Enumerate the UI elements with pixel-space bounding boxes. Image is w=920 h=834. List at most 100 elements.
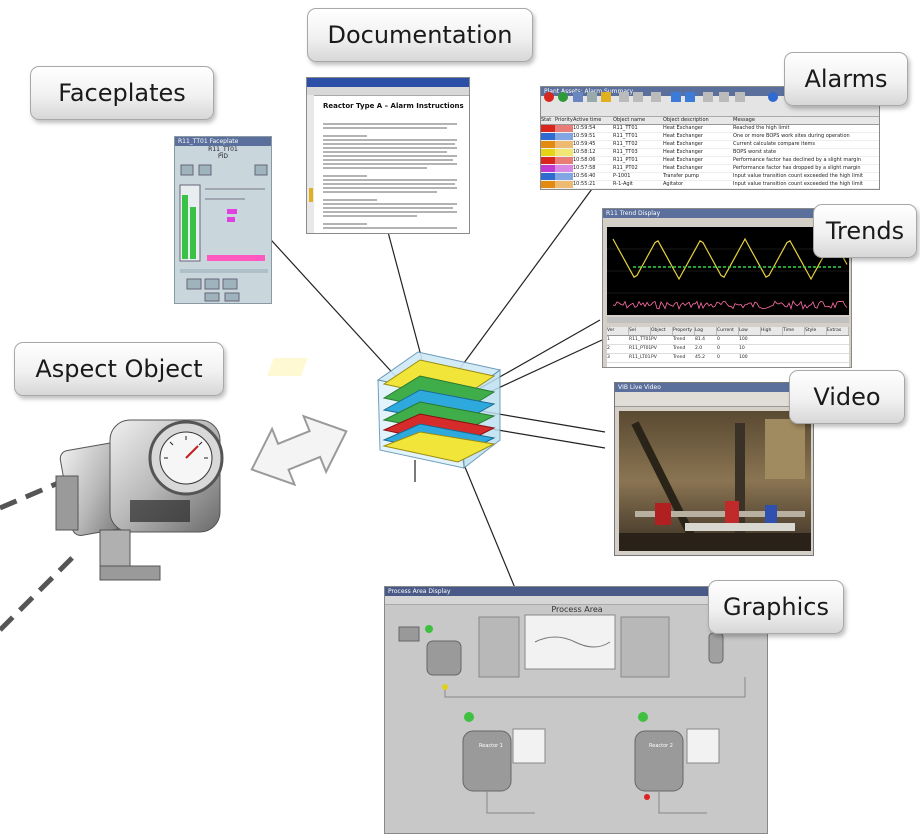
alarm-column-header: Active time bbox=[573, 117, 602, 123]
alarm-cell: R11_TT03 bbox=[613, 149, 638, 155]
trends-titlebar: R11 Trend Display bbox=[603, 209, 851, 218]
trend-column-header: Time bbox=[783, 327, 805, 335]
dashed-link-2 bbox=[0, 553, 77, 632]
trend-cell: 0 bbox=[717, 346, 720, 351]
alarm-cell: Current calculate compare items bbox=[733, 141, 815, 147]
trend-column-header: Log bbox=[695, 327, 717, 335]
connector-alarms bbox=[449, 177, 601, 383]
trend-cell: Trend bbox=[673, 346, 686, 351]
alarm-cell: R11_PT01 bbox=[613, 157, 638, 163]
trend-cell: 10 bbox=[739, 346, 745, 351]
alarm-column-header: Object description bbox=[663, 117, 709, 123]
graphics-trend-box bbox=[524, 614, 616, 670]
alarm-row[interactable]: 10:54:09R11_FT01Flow transmitterInput va… bbox=[541, 189, 879, 190]
trend-column-header: Extras bbox=[827, 327, 849, 335]
trend-cell: 81.4 bbox=[695, 337, 706, 342]
alarm-cell: 10:59:45 bbox=[573, 141, 596, 147]
alarm-priority-swatch bbox=[541, 173, 555, 180]
video-label: Video bbox=[789, 370, 905, 424]
aspect-object-label: Aspect Object bbox=[14, 342, 224, 396]
trend-cell: 100 bbox=[739, 355, 748, 360]
alarm-priority-swatch bbox=[541, 157, 555, 164]
alarm-cell: R11_TT01 bbox=[613, 125, 638, 131]
alarm-priority-swatch bbox=[541, 165, 555, 172]
faceplate-pink-bar bbox=[207, 255, 265, 261]
trend-cell: PV bbox=[651, 346, 657, 351]
alarm-column-header: Priority bbox=[555, 117, 573, 123]
faceplates-label: Faceplates bbox=[30, 66, 214, 120]
alarm-priority-swatch bbox=[541, 125, 555, 132]
trend-cell: 3 bbox=[607, 355, 610, 360]
alarms-label: Alarms bbox=[784, 52, 908, 106]
alarm-column-header: Message bbox=[733, 117, 755, 123]
trend-cell: Trend bbox=[673, 355, 686, 360]
faceplate-bar-green bbox=[182, 195, 188, 259]
alarm-cell: 10:58:12 bbox=[573, 149, 596, 155]
alarm-cell: Input value transition count exceeded th… bbox=[733, 173, 863, 179]
trend-series-out bbox=[612, 300, 848, 311]
documentation-screenshot: Reactor Type A – Alarm Instructions bbox=[306, 77, 470, 234]
trend-column-header: Ver bbox=[607, 327, 629, 335]
alarm-cell: 10:56:40 bbox=[573, 173, 596, 179]
trend-cell: 1 bbox=[607, 337, 610, 342]
trend-column-header: Style bbox=[805, 327, 827, 335]
video-screenshot: VIB Live Video bbox=[614, 382, 814, 556]
alarm-row[interactable]: 10:56:40 P-1001 Transfer pump Input value t… bbox=[541, 173, 879, 181]
alarm-cell: Performance factor has dropped by a slig… bbox=[733, 165, 861, 171]
alarm-cell: 10:58:06 bbox=[573, 157, 596, 163]
trends-label: Trends bbox=[813, 204, 917, 258]
documentation-label: Documentation bbox=[307, 8, 533, 62]
alarm-column-header: Stat bbox=[541, 117, 552, 123]
trend-column-header: Object bbox=[651, 327, 673, 335]
alarm-priority-swatch bbox=[541, 181, 555, 188]
faceplate-tag: R11_TT01 bbox=[208, 146, 238, 153]
graphics-reactor-2 bbox=[634, 730, 684, 792]
faceplate-unit: PID bbox=[217, 153, 228, 160]
alarm-cell: Input value transition count exceeded th… bbox=[733, 181, 863, 187]
alarm-cell: 10:54:09 bbox=[573, 189, 613, 190]
graphics-process-diagram: Reactor 1 Reactor 2 bbox=[398, 614, 746, 814]
graphics-titlebar: Process Area Display bbox=[385, 587, 767, 596]
alarm-cell: R11_TT01 bbox=[613, 133, 638, 139]
alarms-titlebar: Plant Assets: Alarm Summary bbox=[541, 87, 879, 96]
trend-cell: 45.2 bbox=[695, 355, 706, 360]
alarm-column-header: Object name bbox=[613, 117, 646, 123]
trend-cell: 0 bbox=[717, 337, 720, 342]
alarm-cell: P-1001 bbox=[613, 173, 631, 179]
trend-column-header: Current bbox=[717, 327, 739, 335]
trend-column-header: High bbox=[761, 327, 783, 335]
alarm-cell: Transfer pump bbox=[663, 173, 700, 179]
alarm-cell: Heat Exchanger bbox=[663, 133, 703, 139]
graphics-screenshot: Process Area Display Process Area Reacto… bbox=[384, 586, 768, 834]
documentation-title: Reactor Type A – Alarm Instructions bbox=[323, 102, 464, 110]
trend-column-header: Sel bbox=[629, 327, 651, 335]
alarm-cell: R11_FT01 bbox=[613, 189, 663, 190]
documentation-text-lines bbox=[307, 95, 457, 233]
connector-graphics bbox=[459, 454, 516, 589]
alarm-priority-swatch bbox=[541, 189, 555, 190]
trend-column-header: Property bbox=[673, 327, 695, 335]
trend-cell: PV bbox=[651, 337, 657, 342]
trend-cell: 0 bbox=[717, 355, 720, 360]
alarm-cell: One or more BOPS work sites during opera… bbox=[733, 133, 850, 139]
graphics-label: Graphics bbox=[708, 580, 844, 634]
video-titlebar: VIB Live Video bbox=[615, 383, 813, 392]
trend-cell: Trend bbox=[673, 337, 686, 342]
alarm-cell: Heat Exchanger bbox=[663, 157, 703, 163]
alarm-cell: Heat Exchanger bbox=[663, 125, 703, 131]
